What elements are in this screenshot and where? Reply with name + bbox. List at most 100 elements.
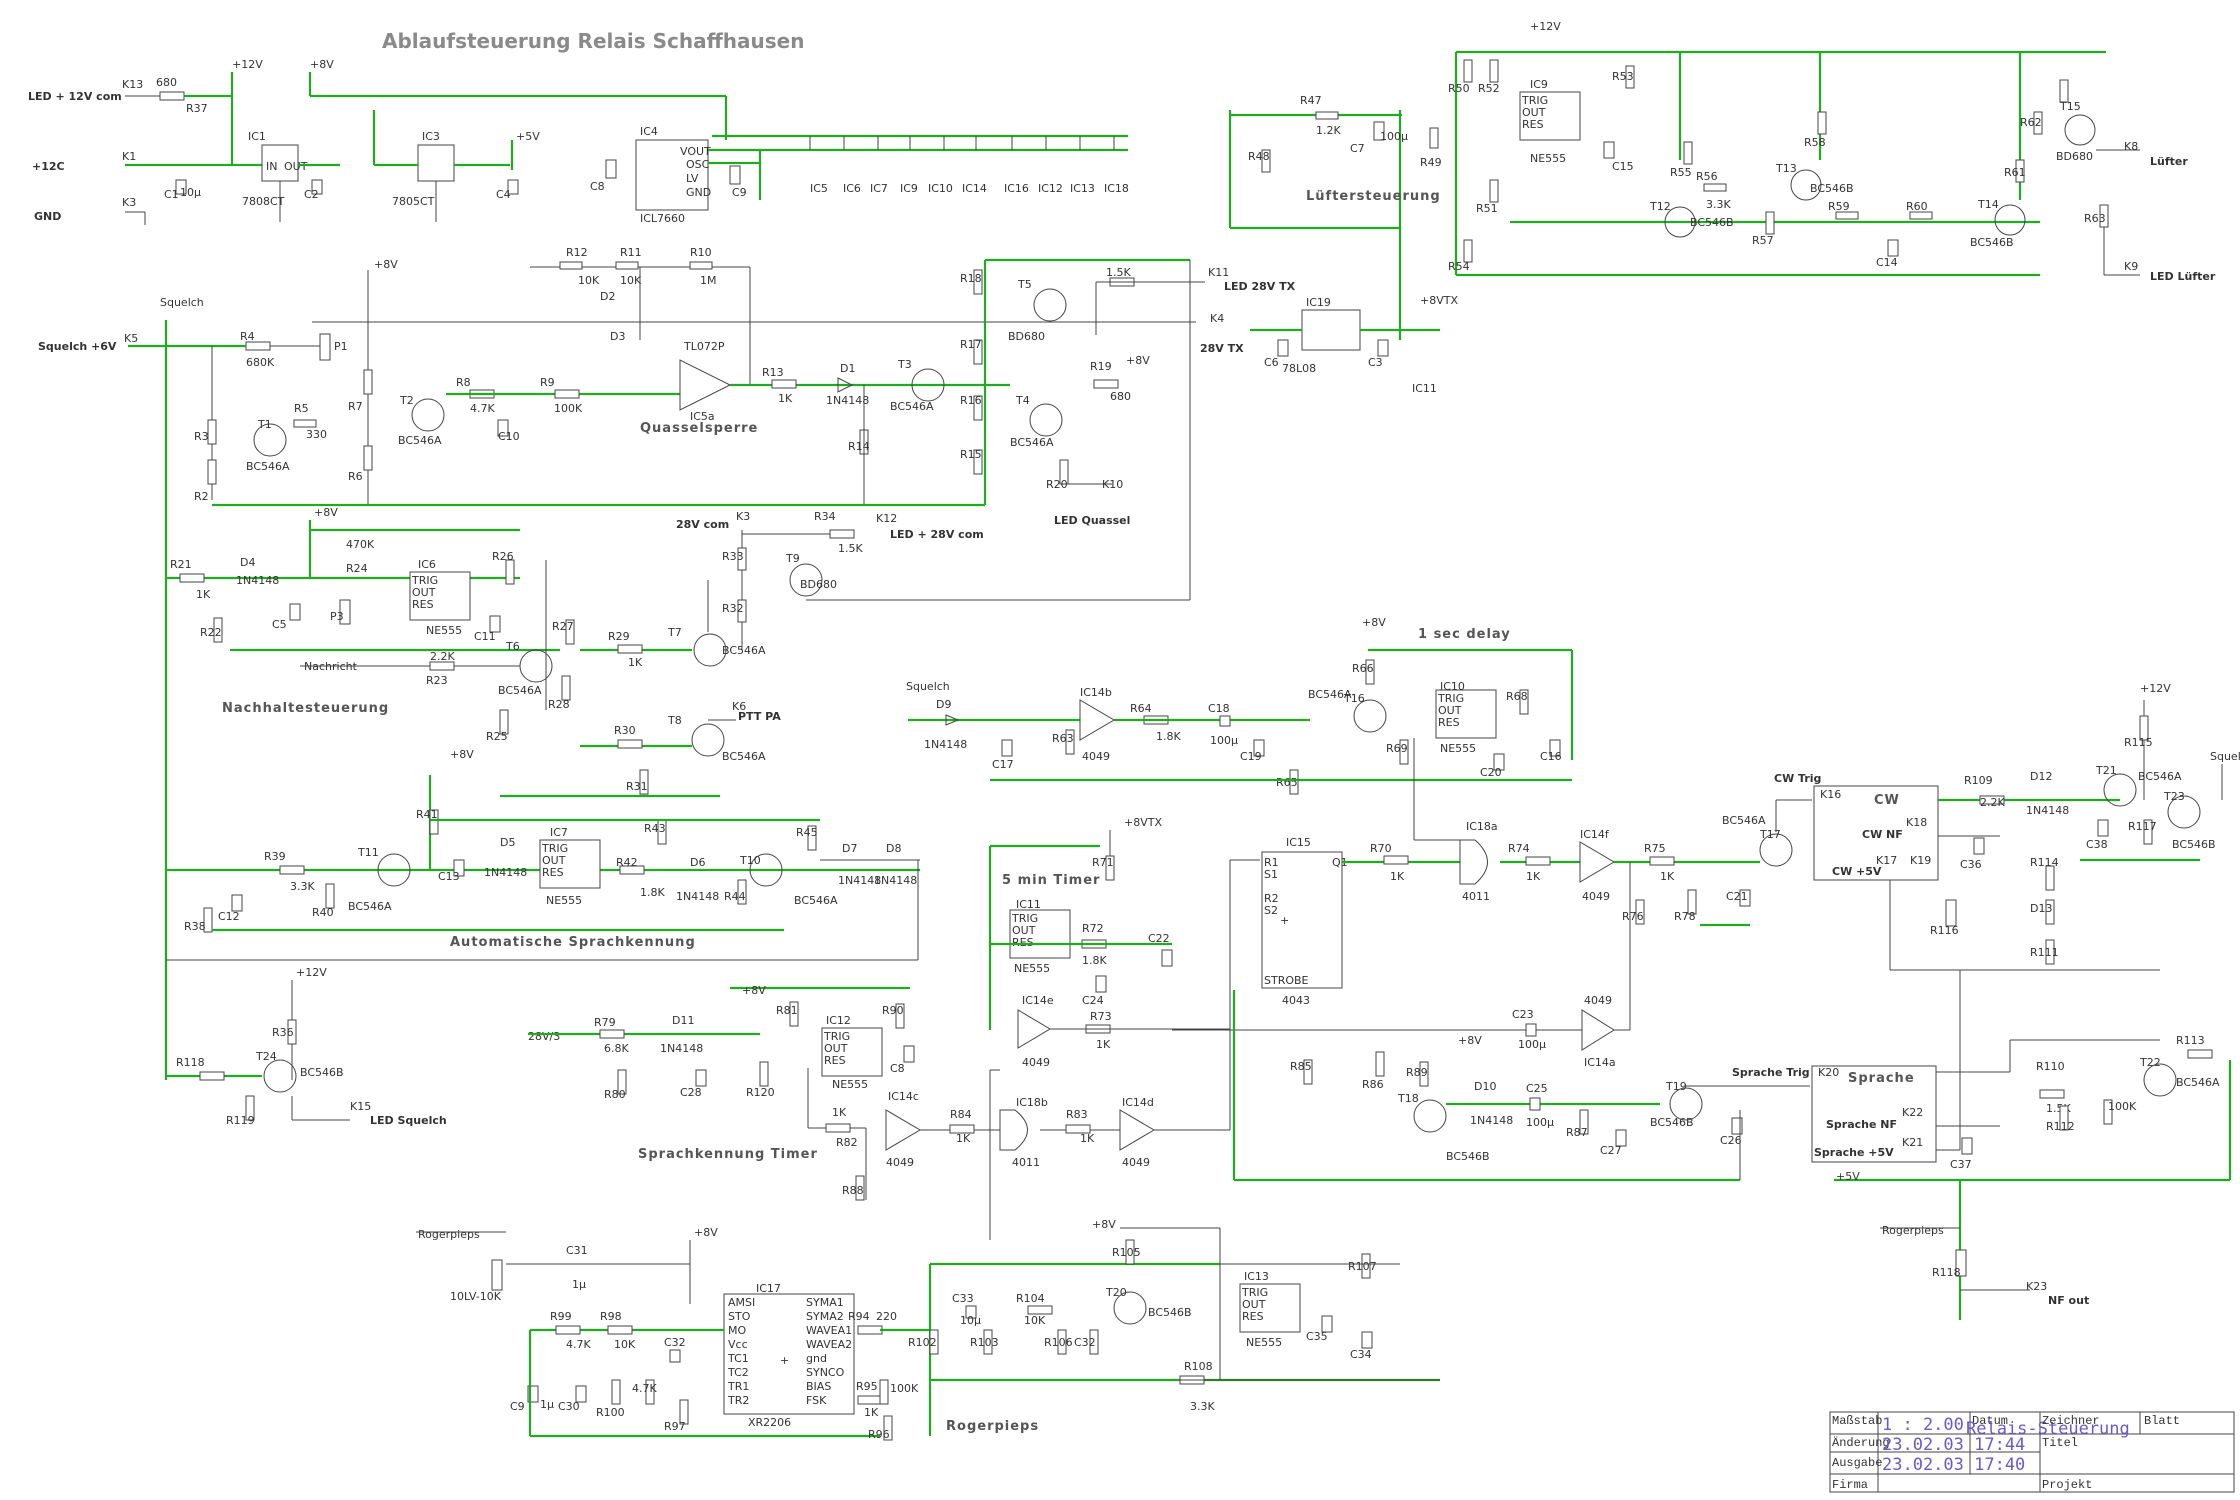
svg-text:BC546A: BC546A [1010, 436, 1054, 449]
connector-28v-tx: 28V TX [1200, 342, 1244, 355]
svg-text:C16: C16 [1540, 750, 1562, 763]
svg-text:1N4148: 1N4148 [2026, 804, 2069, 817]
svg-text:IC7: IC7 [870, 182, 888, 195]
svg-text:1N4148: 1N4148 [660, 1042, 703, 1055]
svg-text:R66: R66 [1352, 662, 1374, 675]
svg-text:R100: R100 [596, 1406, 625, 1419]
svg-text:D6: D6 [690, 856, 705, 869]
rail-12v-label-1: +12V [232, 58, 263, 71]
svg-text:R37: R37 [186, 102, 208, 115]
svg-text:K20: K20 [1818, 1066, 1839, 1079]
svg-text:T5: T5 [1017, 278, 1032, 291]
svg-text:TRIG: TRIG [823, 1030, 850, 1043]
svg-text:1.8K: 1.8K [640, 886, 665, 899]
svg-text:1N4148: 1N4148 [838, 874, 881, 887]
svg-text:BC546A: BC546A [1722, 814, 1766, 827]
svg-text:R38: R38 [184, 920, 206, 933]
connector-led-28v-com: LED + 28V com [890, 528, 984, 541]
svg-text:Blatt: Blatt [2144, 1414, 2180, 1428]
svg-text:7805CT: 7805CT [392, 195, 435, 208]
connector-sprache-nf: Sprache NF [1826, 1118, 1897, 1131]
svg-text:K5: K5 [124, 332, 138, 345]
svg-text:TRIG: TRIG [1011, 912, 1038, 925]
ic6-ne555 [409, 571, 471, 621]
svg-text:1.2K: 1.2K [1316, 124, 1341, 137]
svg-text:IN: IN [266, 160, 277, 173]
svg-text:R59: R59 [1828, 200, 1850, 213]
svg-text:D4: D4 [240, 556, 255, 569]
svg-text:Titel: Titel [2042, 1436, 2078, 1450]
svg-text:R62: R62 [2020, 116, 2042, 129]
svg-text:R96: R96 [868, 1428, 890, 1441]
svg-text:C4: C4 [496, 188, 511, 201]
transistor-t4 [1029, 403, 1063, 437]
svg-text:R85: R85 [1290, 1060, 1312, 1073]
svg-text:R118: R118 [176, 1056, 205, 1069]
svg-text:Vcc: Vcc [728, 1338, 748, 1351]
svg-text:IC11: IC11 [1412, 382, 1437, 395]
svg-text:R99: R99 [550, 1310, 572, 1323]
tb-ausgabe-value: 23.02.03 17:40 [1882, 1455, 2025, 1475]
svg-text:C6: C6 [1264, 356, 1279, 369]
svg-text:T18: T18 [1397, 1092, 1419, 1105]
svg-text:C35: C35 [1306, 1330, 1328, 1343]
svg-text:D1: D1 [840, 362, 855, 375]
svg-text:BC546A: BC546A [794, 894, 838, 907]
svg-text:R57: R57 [1752, 234, 1774, 247]
svg-text:R26: R26 [492, 550, 514, 563]
svg-text:IC18a: IC18a [1466, 820, 1498, 833]
svg-text:T4: T4 [1015, 394, 1030, 407]
svg-text:R86: R86 [1362, 1078, 1384, 1091]
svg-text:R81: R81 [776, 1004, 798, 1017]
ic12-ne555 [821, 1027, 883, 1077]
svg-text:Q1: Q1 [1332, 856, 1348, 869]
svg-text:R72: R72 [1082, 922, 1104, 935]
ic1-regulator [261, 144, 299, 182]
inverter-ic14c [885, 1109, 921, 1151]
svg-text:R25: R25 [486, 730, 508, 743]
svg-text:BC546B: BC546B [300, 1066, 344, 1079]
svg-text:1K: 1K [832, 1106, 847, 1119]
svg-text:TC2: TC2 [727, 1366, 749, 1379]
svg-text:RES: RES [1242, 1310, 1264, 1323]
svg-text:1N4148: 1N4148 [1470, 1114, 1513, 1127]
svg-text:NE555: NE555 [1530, 152, 1566, 165]
svg-text:K21: K21 [1902, 1136, 1923, 1149]
svg-text:C34: C34 [1350, 1348, 1372, 1361]
svg-text:C22: C22 [1148, 932, 1170, 945]
svg-text:BIAS: BIAS [806, 1380, 831, 1393]
svg-text:IC3: IC3 [422, 130, 440, 143]
svg-text:C26: C26 [1720, 1134, 1742, 1147]
svg-text:R53: R53 [1612, 70, 1634, 83]
svg-text:IC12: IC12 [1038, 182, 1063, 195]
svg-text:10K: 10K [620, 274, 642, 287]
svg-text:R120: R120 [746, 1086, 775, 1099]
svg-text:R73: R73 [1090, 1010, 1112, 1023]
svg-text:R42: R42 [616, 856, 638, 869]
svg-text:R118: R118 [1932, 1266, 1961, 1279]
svg-text:STROBE: STROBE [1264, 974, 1309, 987]
connector-luefter: Lüfter [2150, 155, 2188, 168]
svg-text:BC546B: BC546B [1690, 216, 1734, 229]
svg-text:1.5K: 1.5K [838, 542, 863, 555]
svg-text:R19: R19 [1090, 360, 1112, 373]
svg-text:T21: T21 [2095, 764, 2117, 777]
svg-text:R95: R95 [856, 1380, 878, 1393]
svg-text:4011: 4011 [1462, 890, 1490, 903]
svg-text:BC546A: BC546A [2138, 770, 2182, 783]
svg-text:+8VTX: +8VTX [1420, 294, 1458, 307]
inverter-ic14e [1017, 1009, 1051, 1049]
svg-text:OUT: OUT [412, 586, 436, 599]
svg-text:T9: T9 [785, 552, 800, 565]
svg-text:+: + [1280, 914, 1289, 927]
svg-text:R49: R49 [1420, 156, 1442, 169]
svg-text:R39: R39 [264, 850, 286, 863]
svg-text:Zeichner: Zeichner [2042, 1414, 2100, 1428]
svg-text:680K: 680K [246, 356, 275, 369]
connector-cw-nf: CW NF [1862, 828, 1903, 841]
svg-text:680: 680 [1110, 390, 1131, 403]
svg-text:LV: LV [686, 172, 699, 185]
inverter-ic14b [1079, 699, 1115, 741]
